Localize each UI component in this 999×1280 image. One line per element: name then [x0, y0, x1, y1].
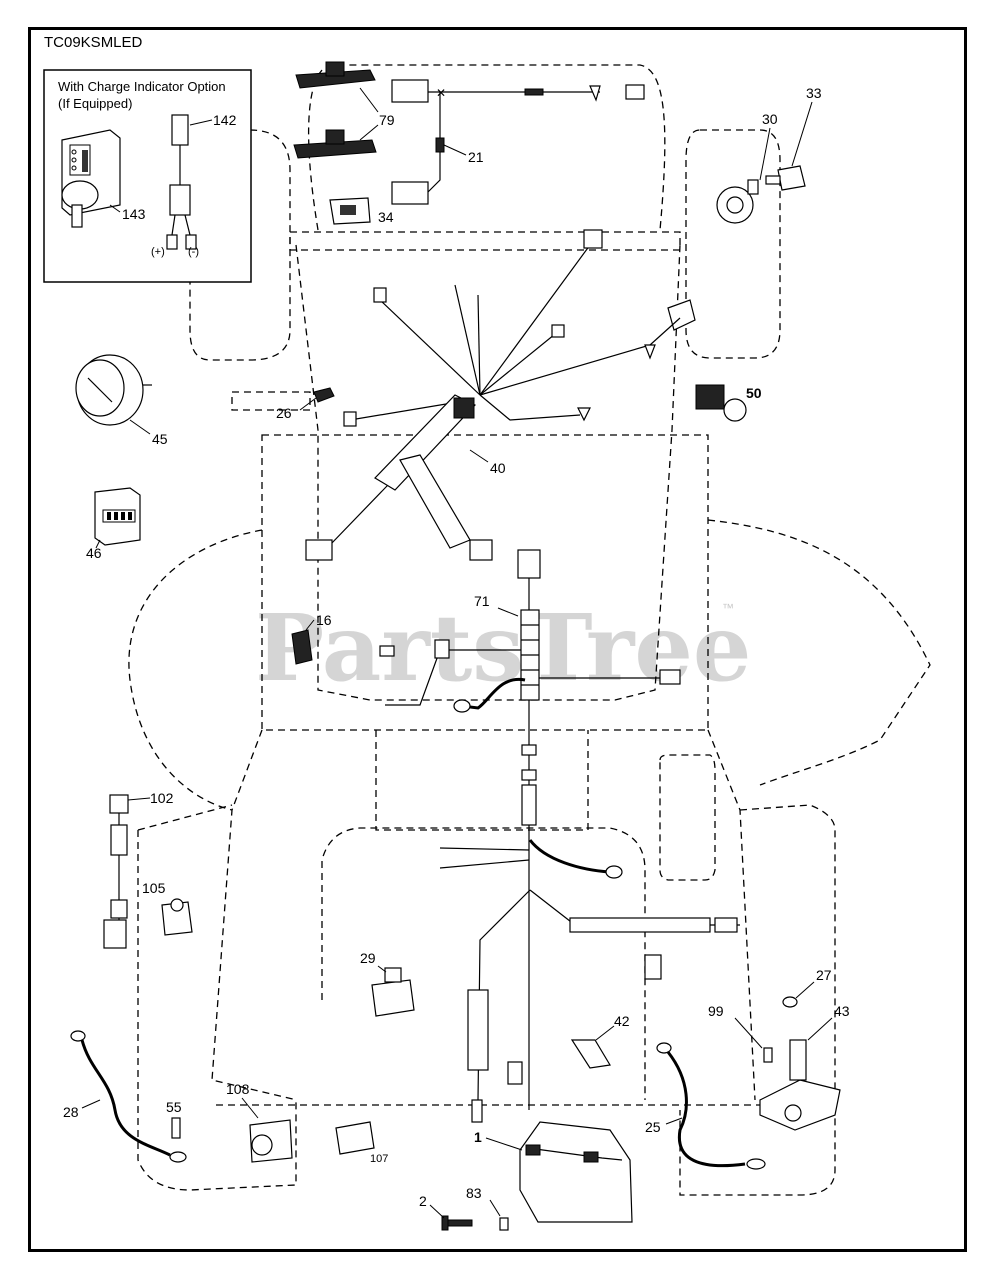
callout-27: 27 — [816, 967, 832, 983]
callout-29: 29 — [360, 950, 376, 966]
hour-meter-46 — [94, 487, 141, 546]
fuse-26 — [313, 387, 335, 403]
callout-55: 55 — [166, 1099, 182, 1115]
main-harness-40 — [305, 229, 696, 561]
callout-71: 71 — [474, 593, 490, 609]
nut-83 — [499, 1217, 509, 1231]
terminal-minus-label: (-) — [188, 246, 199, 258]
watermark-trademark: ™ — [722, 601, 734, 615]
callout-34: 34 — [378, 209, 394, 225]
key-33 — [765, 165, 806, 191]
svg-text:✕: ✕ — [436, 86, 446, 100]
terminal-plus-label: (+) — [151, 246, 165, 258]
screw-55 — [171, 1117, 181, 1139]
callout-105: 105 — [142, 880, 166, 896]
callout-42: 42 — [614, 1013, 630, 1029]
inset-title-line1: With Charge Indicator Option — [58, 79, 226, 94]
callout-46: 46 — [86, 545, 102, 561]
callout-30: 30 — [762, 111, 778, 127]
callout-26: 26 — [276, 405, 292, 421]
charge-connector-wire — [166, 114, 197, 250]
callout-43: 43 — [834, 1003, 850, 1019]
callout-2: 2 — [419, 1193, 427, 1209]
boot-42 — [570, 1039, 611, 1069]
callout-25: 25 — [645, 1119, 661, 1135]
screw-99 — [763, 1047, 773, 1063]
relay-16 — [291, 629, 313, 665]
callout-108: 108 — [226, 1081, 250, 1097]
relay-107 — [335, 1121, 375, 1155]
diagram-frame — [28, 27, 967, 1252]
callout-33: 33 — [806, 85, 822, 101]
cable-28 — [70, 1030, 187, 1163]
model-code: TC09KSMLED — [44, 34, 143, 51]
solenoid-43 — [759, 1039, 841, 1131]
charge-indicator-part — [61, 129, 121, 228]
callout-50: 50 — [746, 385, 762, 401]
callout-45: 45 — [152, 431, 168, 447]
inset-title-line2: (If Equipped) — [58, 96, 132, 111]
gauge-45 — [75, 354, 152, 426]
callout-102: 102 — [150, 790, 174, 806]
harness-71 — [379, 549, 740, 1123]
callout-21: 21 — [468, 149, 484, 165]
relay-105 — [161, 898, 193, 936]
pto-switch-50 — [695, 384, 747, 422]
switch-79 — [293, 61, 379, 159]
nut-27 — [782, 996, 798, 1008]
callout-28: 28 — [63, 1104, 79, 1120]
callout-79: 79 — [379, 112, 395, 128]
solenoid-108 — [249, 1119, 293, 1163]
ignition-switch-30 — [716, 179, 759, 224]
switch-34 — [329, 197, 371, 225]
harness-21: ✕ — [391, 79, 645, 205]
callout-1: 1 — [474, 1129, 482, 1145]
tractor-outline — [128, 64, 931, 1196]
callout-16: 16 — [316, 612, 332, 628]
callout-40: 40 — [490, 460, 506, 476]
bolt-2 — [441, 1215, 473, 1231]
callout-142: 142 — [213, 112, 237, 128]
cable-25 — [656, 1042, 766, 1170]
harness-102 — [103, 794, 129, 949]
module-29 — [371, 967, 415, 1017]
callout-107: 107 — [370, 1153, 388, 1165]
callout-83: 83 — [466, 1185, 482, 1201]
battery-1 — [519, 1121, 633, 1223]
charge-indicator-inset: With Charge Indicator Option (If Equippe… — [43, 69, 252, 283]
callout-143: 143 — [122, 206, 146, 222]
callout-99: 99 — [708, 1003, 724, 1019]
